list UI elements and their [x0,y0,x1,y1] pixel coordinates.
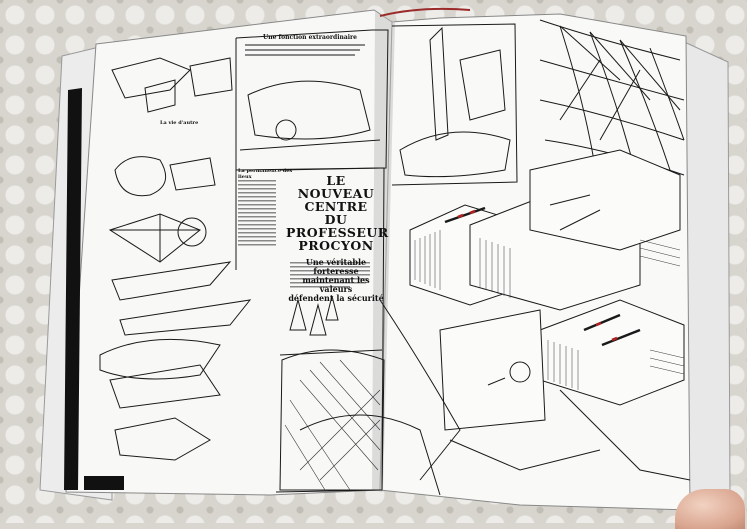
feature-subtitle-line1: Une véritable forteresse [305,257,367,276]
caption-la-vie: La vie d'autre [160,120,199,126]
feature-title-line3: PROCYON [298,238,374,253]
thumb [675,489,745,529]
feature-title-block: LE NOUVEAU CENTRE DU PROFESSEUR PROCYON … [286,173,389,303]
feature-title-line2: DU PROFESSEUR [286,212,389,240]
feature-title-line1: LE NOUVEAU CENTRE [297,173,375,214]
feature-subtitle-line3: défendent la sécurité [288,293,384,303]
page-edge-black-strip [64,88,82,490]
panel-header-title: Une fonction extraordinaire [263,34,357,41]
caption-permanence: La permanence des lieux [238,168,293,180]
panel-top-right [235,29,389,171]
feature-subtitle-line2: maintenant les valeurs [302,275,370,294]
